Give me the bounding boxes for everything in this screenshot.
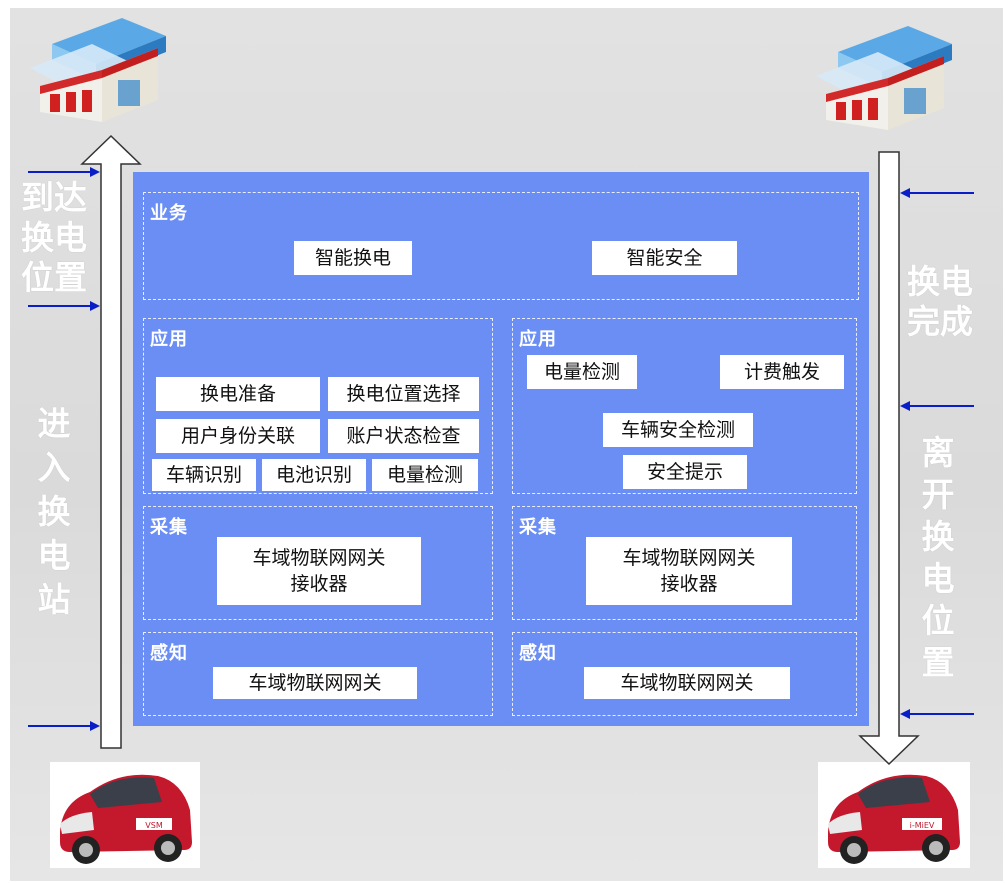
car-icon-right: i-MiEV [818,762,970,868]
left-collect-title: 采集 [150,517,188,538]
right-sense-title: 感知 [519,643,557,664]
enter-station-label: 进 入 换 电 站 [34,402,74,622]
right-collect-title: 采集 [519,517,557,538]
arrow-right-icon [28,301,100,311]
left-sense-title: 感知 [150,643,188,664]
left-app-title: 应用 [150,329,188,350]
left-sense-section: 感知 车域物联网网关 [143,632,493,716]
arrive-label-line: 换电 [21,218,87,257]
leave-label-char: 置 [921,643,955,682]
right-gateway-receiver-box: 车域物联网网关 接收器 [586,537,792,605]
leave-down-arrow [858,151,920,766]
leave-label-char: 换 [921,517,955,556]
arrow-right-icon [28,721,100,731]
right-app-section: 应用 电量检测 计费触发 车辆安全检测 安全提示 [512,318,857,494]
battery-id-box: 电池识别 [262,459,366,491]
leave-label-char: 位 [921,601,955,640]
arrow-right-icon [28,167,100,177]
leave-label-char: 离 [921,433,955,472]
car-icon-left: VSM [50,762,200,868]
vehicle-id-box: 车辆识别 [152,459,256,491]
right-collect-section: 采集 车域物联网网关 接收器 [512,506,857,620]
gateway-line: 车域物联网网关 [252,547,386,569]
safety-alert-box: 安全提示 [623,455,747,489]
arrow-left-icon [900,401,974,411]
arrive-label: 到达 换电 位置 [14,178,94,298]
swap-prep-box: 换电准备 [156,377,320,411]
swap-position-select-box: 换电位置选择 [328,377,479,411]
leave-label-char: 电 [921,559,955,598]
user-identity-box: 用户身份关联 [156,419,320,453]
business-title: 业务 [150,203,188,224]
leave-position-label: 离 开 换 电 位 置 [918,432,958,684]
vehicle-safety-check-box: 车辆安全检测 [603,413,753,447]
station-icon-right [808,22,958,134]
arrow-left-icon [900,188,974,198]
right-charge-level-box: 电量检测 [527,355,637,389]
enter-label-char: 进 [37,404,71,443]
complete-label: 换电 完成 [900,262,980,342]
architecture-panel: 业务 智能换电 智能安全 应用 换电准备 换电位置选择 用户身份关联 账户状态检… [133,172,869,726]
enter-label-char: 入 [37,448,71,487]
charge-level-box: 电量检测 [372,459,478,491]
gateway-line: 车域物联网网关 [622,547,756,569]
arrow-left-icon [900,709,974,719]
receiver-line: 接收器 [660,573,718,595]
billing-trigger-box: 计费触发 [720,355,844,389]
left-sense-gateway-box: 车域物联网网关 [213,667,417,699]
receiver-line: 接收器 [290,573,348,595]
right-sense-gateway-box: 车域物联网网关 [584,667,790,699]
right-app-title: 应用 [519,329,557,350]
left-collect-section: 采集 车域物联网网关 接收器 [143,506,493,620]
business-section: 业务 智能换电 智能安全 [143,192,859,300]
smart-safety-box: 智能安全 [592,241,737,275]
enter-label-char: 换 [37,492,71,531]
complete-label-line: 完成 [907,302,973,341]
right-sense-section: 感知 车域物联网网关 [512,632,857,716]
enter-label-char: 站 [37,580,71,619]
account-status-box: 账户状态检查 [328,419,479,453]
arrive-label-line: 位置 [21,258,87,297]
car-plate-right: i-MiEV [910,821,935,830]
smart-swap-box: 智能换电 [294,241,412,275]
arrive-label-line: 到达 [21,178,87,217]
left-gateway-receiver-box: 车域物联网网关 接收器 [217,537,421,605]
leave-label-char: 开 [921,475,955,514]
left-app-section: 应用 换电准备 换电位置选择 用户身份关联 账户状态检查 车辆识别 电池识别 电… [143,318,493,494]
car-plate-left: VSM [145,821,163,830]
station-icon-left [22,14,170,126]
enter-up-arrow [80,134,142,749]
enter-label-char: 电 [37,536,71,575]
complete-label-line: 换电 [907,262,973,301]
